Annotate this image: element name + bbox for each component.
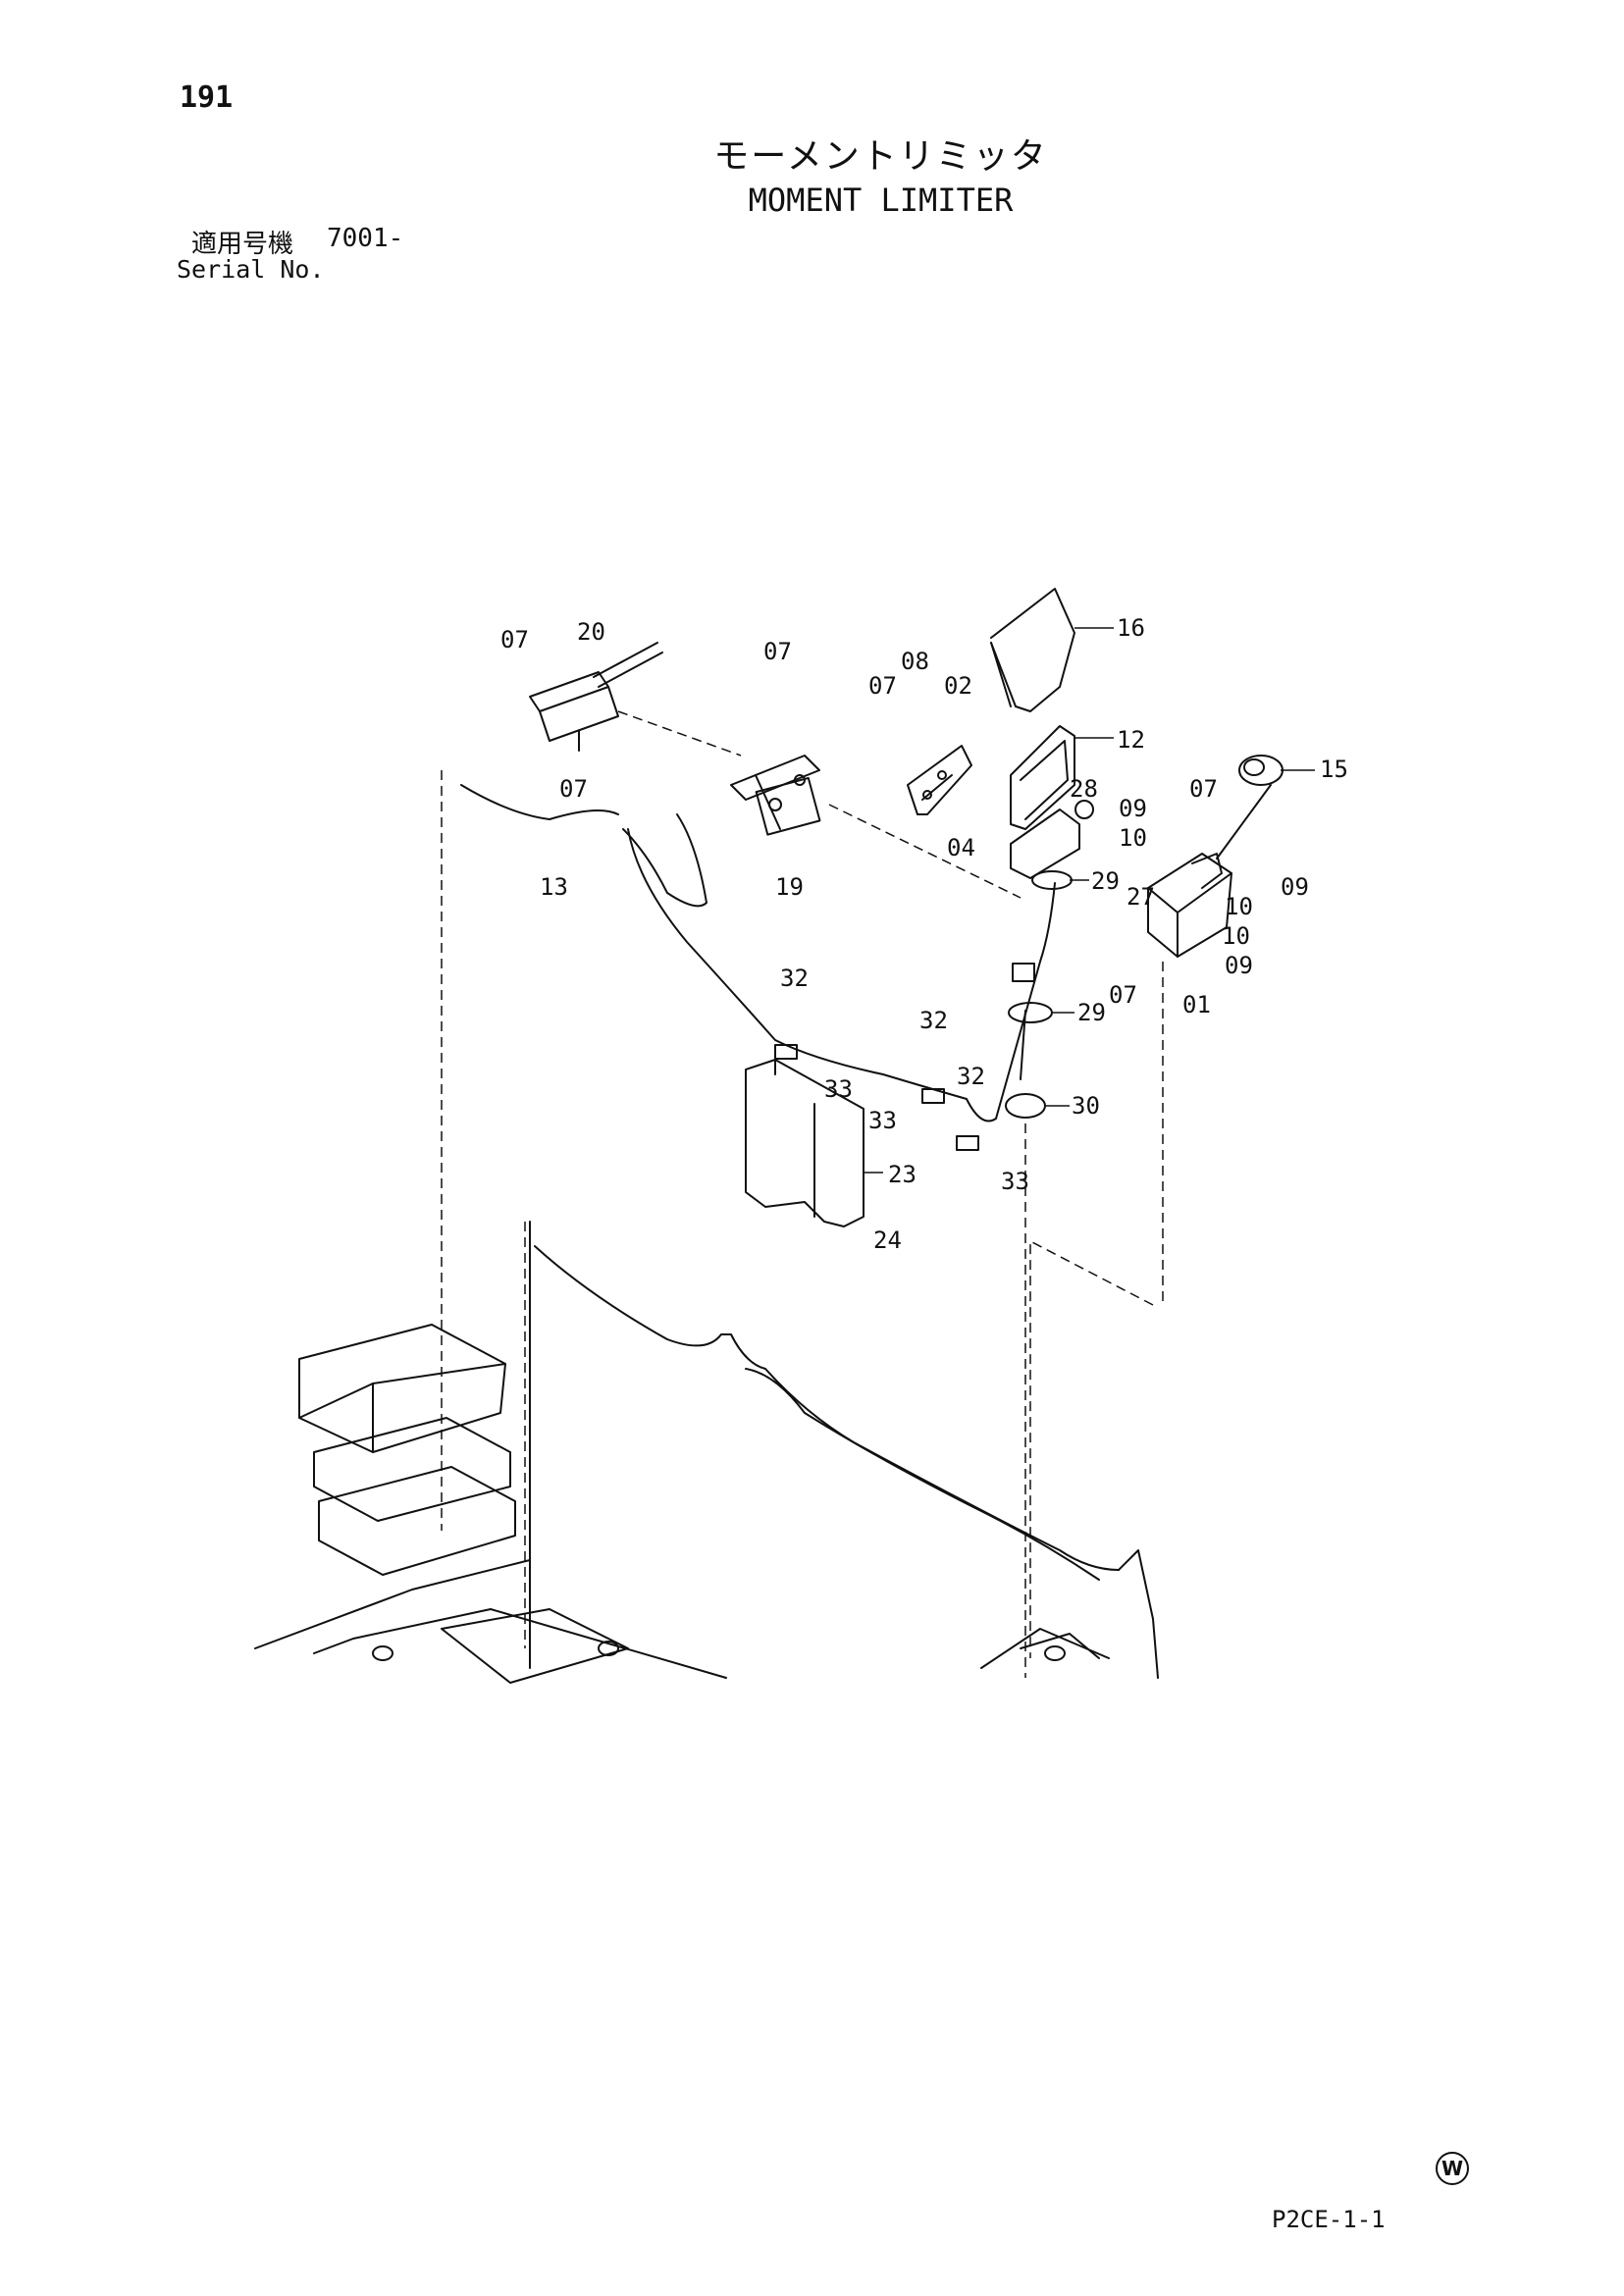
callout-01: 01 (1182, 991, 1211, 1018)
callout-08: 08 (901, 648, 929, 675)
callout-07: 07 (1189, 775, 1218, 803)
callout-12: 12 (1117, 726, 1145, 754)
callout-32: 32 (919, 1007, 948, 1034)
callout-29: 29 (1077, 999, 1106, 1026)
part-01-stand (1147, 784, 1272, 958)
serial-label-english: Serial No. (177, 255, 325, 284)
page-number: 191 (180, 80, 234, 115)
callout-16: 16 (1117, 614, 1145, 642)
callout-10: 10 (1222, 922, 1250, 950)
callout-09: 09 (1119, 795, 1147, 822)
callout-24: 24 (873, 1226, 902, 1254)
callout-30: 30 (1072, 1092, 1100, 1120)
callout-23: 23 (888, 1161, 917, 1188)
callout-15: 15 (1320, 756, 1348, 783)
serial-label-japanese: 適用号機 (191, 230, 294, 259)
part-19-sensor (730, 755, 821, 836)
title-english: MOMENT LIMITER (748, 182, 1014, 219)
part-30-grommet (1005, 1093, 1046, 1119)
part-16-cover (990, 588, 1075, 712)
callout-32: 32 (957, 1063, 985, 1090)
callout-07: 07 (868, 672, 897, 700)
part-32-clamps (774, 1044, 979, 1151)
callout-33: 33 (1001, 1168, 1029, 1195)
callout-33: 33 (868, 1107, 897, 1134)
callout-33: 33 (824, 1075, 853, 1103)
callout-07: 07 (763, 638, 792, 665)
callout-32: 32 (780, 965, 809, 992)
part-28-knob (1074, 800, 1094, 819)
callout-29: 29 (1091, 867, 1120, 895)
callout-10: 10 (1225, 893, 1253, 920)
callout-07: 07 (500, 626, 529, 653)
part-29-grommet-lower (1008, 1002, 1053, 1023)
callout-13: 13 (540, 873, 568, 901)
part-23-cover (745, 1059, 864, 1227)
callout-09: 09 (1281, 873, 1309, 901)
controller-stack (298, 1324, 516, 1576)
callout-09: 09 (1225, 952, 1253, 979)
part-20-bracket (529, 642, 663, 752)
serial-range: 7001- (327, 224, 404, 253)
part-12-monitor (1010, 725, 1075, 830)
callout-10: 10 (1119, 824, 1147, 852)
part-04-bracket (1010, 809, 1080, 879)
part-15-buzzer (1238, 755, 1283, 786)
callout-28: 28 (1070, 775, 1098, 803)
callout-27: 27 (1126, 883, 1155, 911)
part-02-plate (907, 745, 972, 815)
callout-07: 07 (559, 775, 588, 803)
copyright-mark: W (1436, 2152, 1469, 2185)
callout-20: 20 (577, 618, 605, 646)
part-29-grommet-upper (1031, 870, 1073, 890)
part-13-harness (460, 784, 1056, 1122)
callout-19: 19 (775, 873, 804, 901)
callout-02: 02 (944, 672, 972, 700)
title-japanese: モーメントリミッタ (713, 136, 1048, 177)
callout-04: 04 (947, 834, 975, 861)
callout-07: 07 (1109, 981, 1137, 1009)
machine-frame (254, 1221, 1159, 1684)
page-code: P2CE-1-1 (1272, 2206, 1386, 2233)
